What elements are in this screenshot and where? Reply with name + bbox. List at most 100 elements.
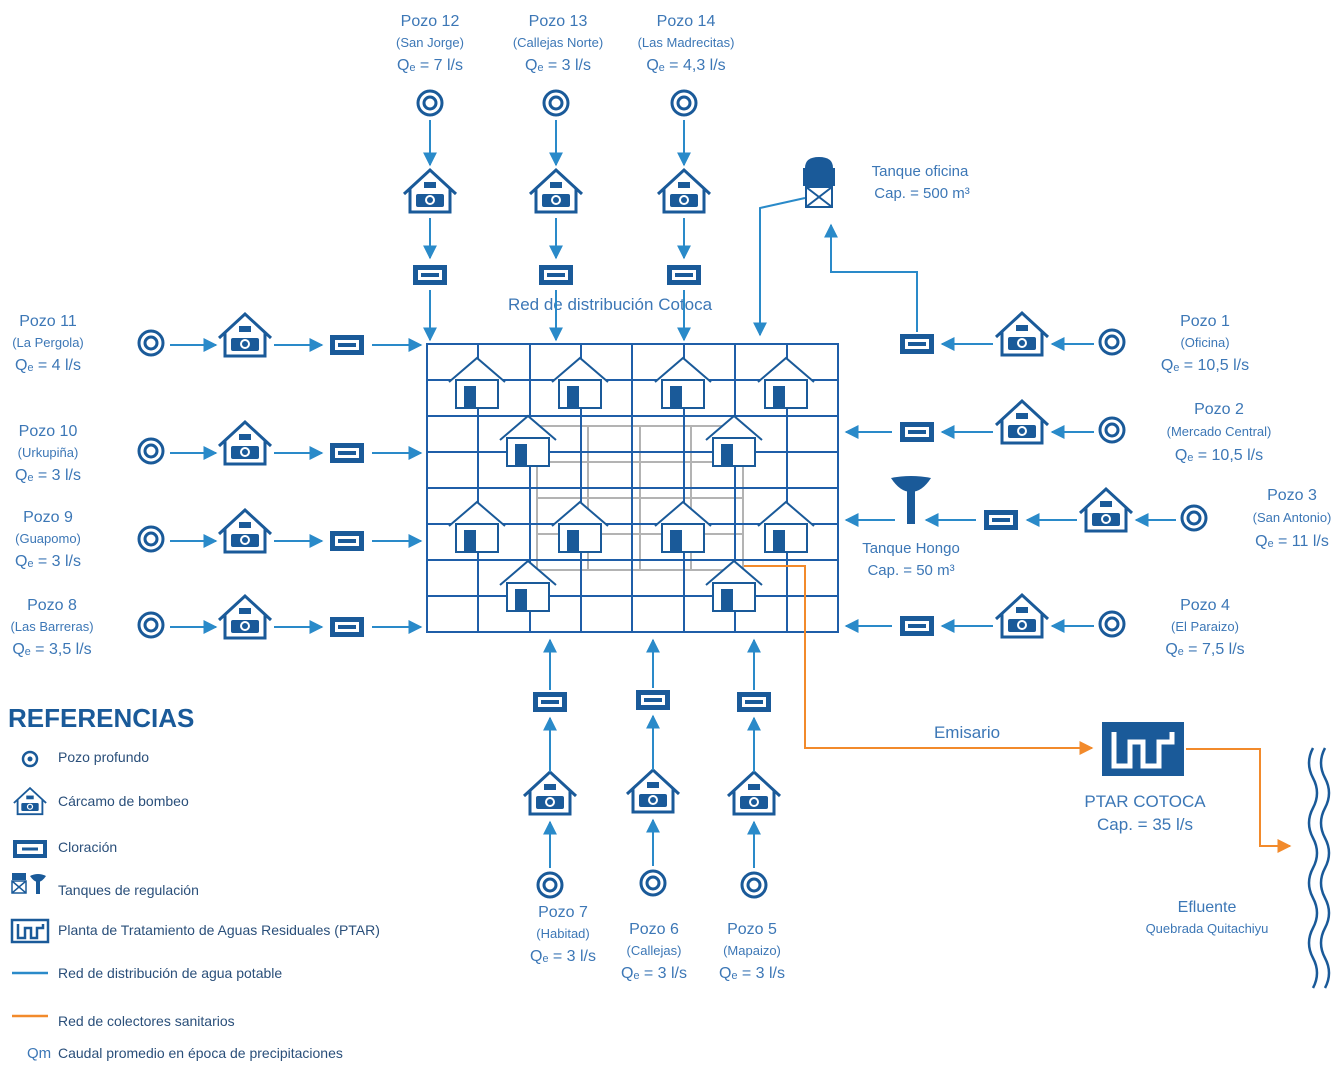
well-place: (Guapomo) xyxy=(15,531,81,546)
well-group-pozo-14: Pozo 14 (Las Madrecitas) Qₑ = 4,3 l/s xyxy=(638,13,735,342)
tank-name: Tanque oficina xyxy=(872,163,969,180)
well-flow: Qₑ = 10,5 l/s xyxy=(1175,447,1263,464)
well-place: (Mercado Central) xyxy=(1167,424,1272,439)
well-place: (Urkupiña) xyxy=(18,445,79,460)
legend-title: REFERENCIAS xyxy=(8,703,194,733)
chlorination-icon xyxy=(533,692,567,712)
well-flow: Qₑ = 3 l/s xyxy=(621,965,687,982)
well-name: Pozo 4 xyxy=(1180,597,1230,614)
pump-icon xyxy=(217,594,273,640)
tank-capacity: Cap. = 500 m³ xyxy=(874,185,969,202)
well-icon xyxy=(639,869,667,897)
house-icon xyxy=(705,560,763,612)
chlorination-icon xyxy=(900,422,934,442)
tank-name: Tanque Hongo xyxy=(862,540,960,557)
well-group-pozo-1: Pozo 1 (Oficina) Qₑ = 10,5 l/s xyxy=(900,311,1249,374)
well-group-pozo-13: Pozo 13 (Callejas Norte) Qₑ = 3 l/s xyxy=(513,13,603,342)
house-icon xyxy=(551,501,609,553)
tank-capacity: Cap. = 50 m³ xyxy=(867,562,954,579)
well-place: (Mapaizo) xyxy=(723,943,781,958)
legend-item-qm: Qm Caudal promedio en época de precipita… xyxy=(27,1045,343,1062)
well-place: (San Jorge) xyxy=(396,35,464,50)
well-icon xyxy=(1180,504,1208,532)
pump-icon xyxy=(217,508,273,554)
legend-label: Planta de Tratamiento de Aguas Residuale… xyxy=(58,922,380,938)
well-group-pozo-2: Pozo 2 (Mercado Central) Qₑ = 10,5 l/s xyxy=(844,399,1272,464)
well-icon xyxy=(1098,328,1126,356)
well-place: (Las Madrecitas) xyxy=(638,35,735,50)
well-group-pozo-9: Pozo 9 (Guapomo) Qₑ = 3 l/s xyxy=(15,508,423,570)
chlorination-icon xyxy=(13,840,47,858)
well-place: (Callejas Norte) xyxy=(513,35,603,50)
well-name: Pozo 6 xyxy=(629,921,679,938)
well-icon xyxy=(137,611,165,639)
house-icon xyxy=(499,415,557,467)
well-icon xyxy=(542,89,570,117)
well-flow: Qₑ = 3 l/s xyxy=(15,467,81,484)
well-flow: Qₑ = 3 l/s xyxy=(530,948,596,965)
well-icon xyxy=(1098,610,1126,638)
legend-item-well: Pozo profundo xyxy=(21,749,149,768)
efluente-title: Efluente xyxy=(1178,899,1237,916)
pump-icon xyxy=(726,770,782,816)
well-group-pozo-4: Pozo 4 (El Paraizo) Qₑ = 7,5 l/s xyxy=(844,593,1245,658)
well-flow: Qₑ = 3 l/s xyxy=(719,965,785,982)
efluente-place: Quebrada Quitachiyu xyxy=(1146,921,1269,936)
legend-item-tanks: Tanques de regulación xyxy=(11,873,199,898)
well-flow: Qₑ = 4,3 l/s xyxy=(646,57,725,74)
well-name: Pozo 14 xyxy=(657,13,716,30)
elevated-tank-icon xyxy=(803,157,835,208)
well-group-pozo-11: Pozo 11 (La Pergola) Qₑ = 4 l/s xyxy=(12,312,423,374)
tank-hongo-group: Tanque Hongo Cap. = 50 m³ xyxy=(844,476,960,579)
pump-icon xyxy=(656,168,712,214)
pump-icon xyxy=(528,168,584,214)
pump-icon xyxy=(402,168,458,214)
well-name: Pozo 13 xyxy=(529,13,588,30)
legend-item-ptar: Planta de Tratamiento de Aguas Residuale… xyxy=(10,918,380,944)
well-name: Pozo 8 xyxy=(27,597,77,614)
house-icon xyxy=(757,501,815,553)
well-flow: Qₑ = 3 l/s xyxy=(525,57,591,74)
pump-icon xyxy=(994,311,1050,357)
legend-item-chlorination: Cloración xyxy=(13,839,117,858)
house-icon xyxy=(654,357,712,409)
well-name: Pozo 11 xyxy=(19,313,77,330)
pump-icon xyxy=(1078,487,1134,533)
well-icon xyxy=(536,871,564,899)
chlorination-icon xyxy=(636,690,670,710)
legend-label: Red de colectores sanitarios xyxy=(58,1013,235,1029)
house-icon xyxy=(551,357,609,409)
well-place: (San Antonio) xyxy=(1253,510,1332,525)
well-flow: Qₑ = 4 l/s xyxy=(15,357,81,374)
river-icon xyxy=(1307,747,1331,989)
pump-icon xyxy=(625,768,681,814)
well-name: Pozo 9 xyxy=(23,509,73,526)
ptar-icon xyxy=(10,918,50,944)
well-place: (Habitad) xyxy=(536,926,589,941)
chlorination-icon xyxy=(330,617,364,637)
pump-icon xyxy=(12,787,48,816)
well-flow: Qₑ = 7,5 l/s xyxy=(1165,641,1244,658)
well-icon xyxy=(137,329,165,357)
well-flow: Qₑ = 7 l/s xyxy=(397,57,463,74)
legend-label: Red de distribución de agua potable xyxy=(58,965,282,981)
well-place: (Oficina) xyxy=(1180,335,1229,350)
legend-label: Tanques de regulación xyxy=(58,882,199,898)
ptar-capacity: Cap. = 35 l/s xyxy=(1097,815,1193,834)
legend-label: Cárcamo de bombeo xyxy=(58,793,189,809)
house-icon xyxy=(654,501,712,553)
chlorination-icon xyxy=(667,265,701,285)
chlorination-icon xyxy=(330,531,364,551)
well-icon xyxy=(21,750,39,768)
well-icon xyxy=(137,437,165,465)
well-flow: Qₑ = 3 l/s xyxy=(15,553,81,570)
well-group-pozo-3: Pozo 3 (San Antonio) Qₑ = 11 l/s xyxy=(924,487,1332,550)
well-name: Pozo 3 xyxy=(1267,487,1317,504)
well-group-pozo-7: Pozo 7 (Habitad) Qₑ = 3 l/s xyxy=(522,638,596,965)
well-group-pozo-6: Pozo 6 (Callejas) Qₑ = 3 l/s xyxy=(621,638,687,982)
well-group-pozo-8: Pozo 8 (Las Barreras) Qₑ = 3,5 l/s xyxy=(10,594,423,658)
legend-item-sewer-network: Red de colectores sanitarios xyxy=(12,1013,235,1029)
chlorination-icon xyxy=(737,692,771,712)
house-icon xyxy=(448,501,506,553)
